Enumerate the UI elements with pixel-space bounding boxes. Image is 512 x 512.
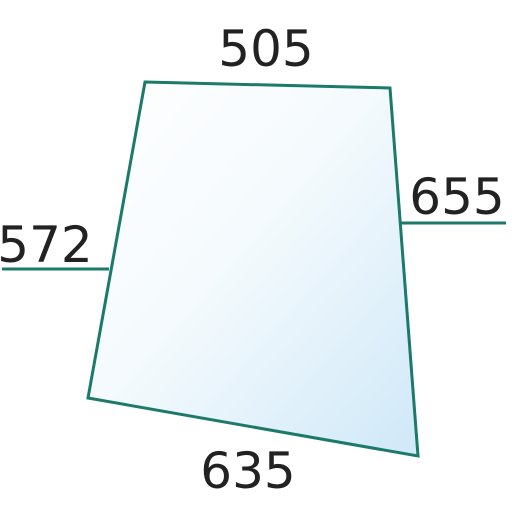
right-dimension-label: 655 <box>409 168 504 226</box>
glass-panel-shape <box>86 80 420 458</box>
top-dimension-label: 505 <box>218 20 313 78</box>
bottom-dimension-label: 635 <box>200 442 295 500</box>
left-dimension-label: 572 <box>0 216 93 274</box>
